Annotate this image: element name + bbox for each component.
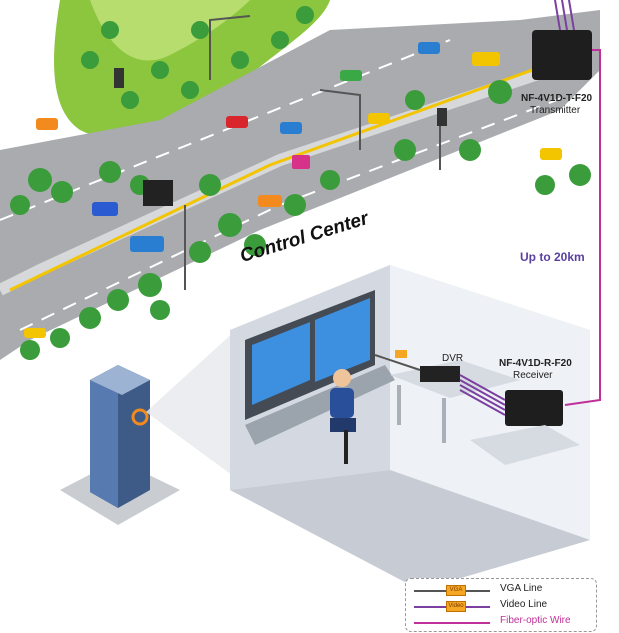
dvr-label: DVR xyxy=(442,353,464,364)
lane-line-1 xyxy=(0,39,451,221)
video-wall xyxy=(245,290,375,420)
operator-console xyxy=(245,365,395,445)
legend-item-fiber: Fiber-optic Wire xyxy=(414,615,592,629)
dvr-device xyxy=(420,366,460,382)
legend-fiber-label: Fiber-optic Wire xyxy=(500,615,571,626)
receiver-role-label: Receiver xyxy=(513,370,553,381)
receiver-model-label: NF-4V1D-R-F20 xyxy=(499,358,572,369)
legend-video-tag: Video xyxy=(446,601,466,612)
traffic-signal xyxy=(114,68,124,88)
street-lamps xyxy=(184,15,441,290)
car xyxy=(92,202,118,216)
distance-label: Up to 20km xyxy=(520,250,585,264)
transmitter-model-label: NF-4V1D-T-F20 xyxy=(521,93,593,104)
camera-cables xyxy=(554,0,575,31)
car xyxy=(418,42,440,54)
video-lines xyxy=(459,374,506,416)
vga-line xyxy=(374,354,421,371)
highway-center-line xyxy=(9,58,561,292)
car xyxy=(292,155,310,169)
car xyxy=(472,52,500,66)
legend: VGA VGA Line Video Video Line Fiber-opti… xyxy=(405,578,597,632)
transmitter-device xyxy=(532,30,592,80)
legend-item-vga: VGA VGA Line xyxy=(414,583,592,597)
car xyxy=(340,70,362,81)
zoom-beam xyxy=(146,330,236,478)
legend-vga-label: VGA Line xyxy=(500,583,543,594)
legend-video-label: Video Line xyxy=(500,599,548,610)
car xyxy=(258,195,282,207)
fiber-link xyxy=(564,49,601,406)
traffic-signal xyxy=(437,108,447,126)
car xyxy=(226,116,248,128)
trees xyxy=(10,6,591,360)
hill-area-upper xyxy=(90,0,250,61)
car xyxy=(36,118,58,130)
car xyxy=(24,328,46,338)
legend-vga-tag: VGA xyxy=(446,585,466,596)
office-building xyxy=(60,365,180,525)
vga-connector xyxy=(395,350,407,358)
receiver-device xyxy=(505,390,563,426)
receiver-table xyxy=(470,425,580,465)
car xyxy=(280,122,302,134)
transmitter-role-label: Transmitter xyxy=(530,105,581,116)
operator xyxy=(330,369,356,464)
legend-item-video: Video Video Line xyxy=(414,599,592,613)
car xyxy=(540,148,562,160)
highway-edge xyxy=(0,54,582,296)
road-sign-board xyxy=(143,180,173,206)
car xyxy=(368,113,390,124)
car xyxy=(130,236,164,252)
legend-fiber-line xyxy=(414,622,490,624)
